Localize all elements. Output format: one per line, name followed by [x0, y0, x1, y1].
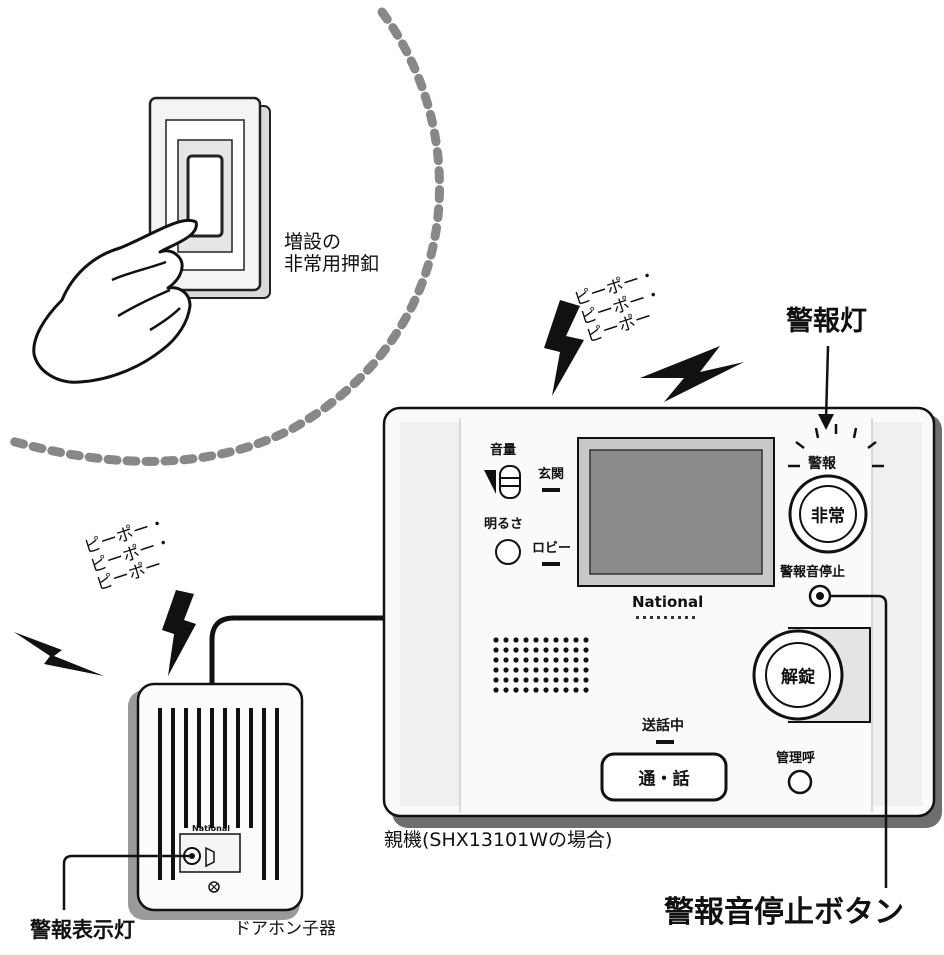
- extra-emergency-button-label: 増設の 非常用押釦: [284, 231, 380, 275]
- master-unit: [382, 406, 942, 828]
- brightness-knob[interactable]: [495, 539, 521, 565]
- alarm-lamp-text: 警報: [808, 456, 836, 472]
- door-unit-label: ドアホン子器: [234, 919, 336, 939]
- unlock-button-label: 解錠: [781, 667, 815, 688]
- entrance-label: 玄関: [538, 467, 565, 482]
- talking-label: 送話中: [642, 718, 684, 734]
- alarm-lamp-leader: [824, 345, 830, 421]
- alarm-lamp-label: 警報灯: [786, 306, 867, 337]
- brightness-label: 明るさ: [484, 517, 524, 532]
- indicator-lamp-leader: [62, 854, 192, 910]
- volume-slider[interactable]: [499, 465, 521, 499]
- manager-call-button[interactable]: [787, 769, 813, 795]
- lobby-label: ロビー: [532, 541, 572, 556]
- stop-button-leader: [830, 594, 888, 888]
- alarm-stop-text: 警報音停止: [780, 565, 846, 580]
- door-unit-brand: National: [192, 824, 230, 833]
- door-phone-unit: [128, 682, 304, 920]
- manager-call-label: 管理呼: [776, 751, 816, 766]
- master-unit-caption: 親機(SHX13101Wの場合): [384, 829, 613, 851]
- alarm-stop-button-label: 警報音停止ボタン: [664, 895, 904, 930]
- volume-label: 音量: [490, 443, 517, 458]
- lightning-icon: [14, 300, 744, 676]
- talk-button-label: 通・話: [638, 769, 690, 790]
- hand-icon: [32, 218, 198, 384]
- alarm-indicator-lamp-label: 警報表示灯: [30, 918, 135, 942]
- connection-cable: [209, 615, 401, 691]
- emergency-button-label: 非常: [811, 506, 845, 527]
- brand-logo: National: [632, 593, 704, 611]
- talk-button[interactable]: [600, 752, 728, 802]
- dotted-boundary-arc: [3, 7, 445, 466]
